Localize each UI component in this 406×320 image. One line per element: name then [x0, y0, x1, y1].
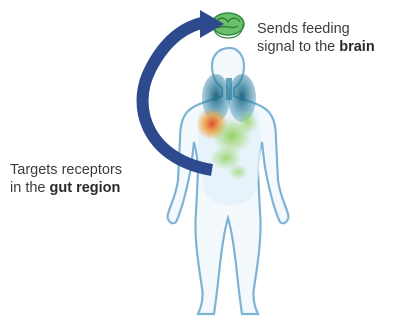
brain-signal-line1: Sends feeding [257, 20, 375, 38]
gut-keyword: gut region [50, 180, 121, 196]
brain-keyword: brain [339, 39, 374, 55]
brain-signal-label: Sends feeding signal to the brain [257, 20, 375, 56]
gut-receptor-prefix: in the [10, 180, 50, 196]
gut-receptor-line2: in the gut region [10, 179, 122, 197]
gut-receptor-label: Targets receptors in the gut region [10, 161, 122, 197]
gut-receptor-line1: Targets receptors [10, 161, 122, 179]
brain-signal-prefix: signal to the [257, 39, 339, 55]
brain-signal-line2: signal to the brain [257, 38, 375, 56]
